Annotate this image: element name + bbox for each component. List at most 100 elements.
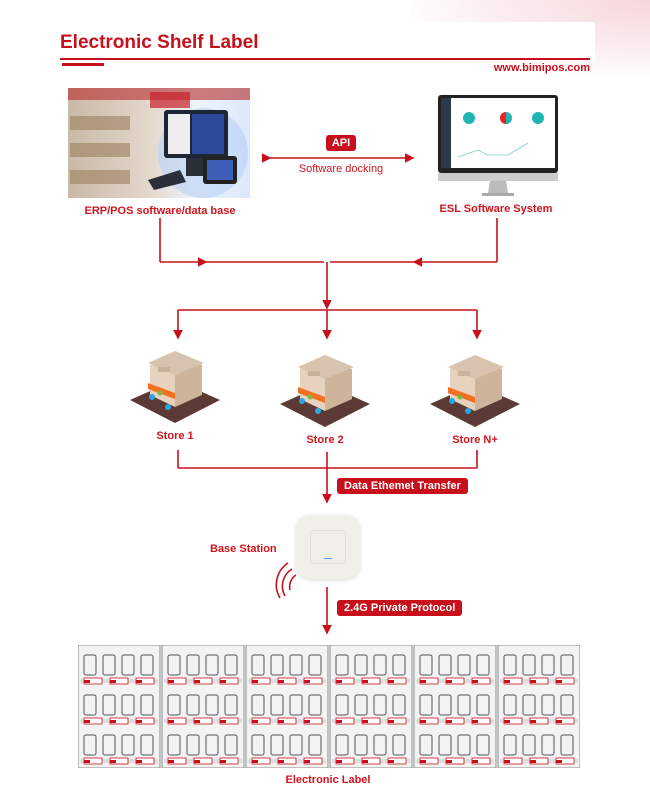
esl-tag-price <box>472 760 478 763</box>
product-icon <box>522 694 536 716</box>
shelf-unit <box>413 645 497 768</box>
shelf-unit <box>161 645 245 768</box>
base-station-label: Base Station <box>210 543 277 555</box>
product-icon <box>335 694 349 716</box>
esl-tag-price <box>220 720 226 723</box>
product-icon <box>335 734 349 756</box>
product-icon <box>541 694 555 716</box>
esl-tag-price <box>504 720 510 723</box>
esl-tag-price <box>362 680 368 683</box>
product-icon <box>308 654 322 676</box>
esl-tag-price <box>420 760 426 763</box>
product-icon <box>205 734 219 756</box>
api-badge: API <box>326 135 356 151</box>
esl-tag-price <box>136 760 142 763</box>
esl-tag-price <box>504 760 510 763</box>
product-icon <box>503 694 517 716</box>
esl-tag-price <box>446 680 452 683</box>
product-icon <box>457 654 471 676</box>
product-icon <box>308 694 322 716</box>
esl-tag-price <box>194 720 200 723</box>
software-docking-caption: Software docking <box>298 163 384 175</box>
esl-tag-price <box>504 680 510 683</box>
product-icon <box>541 654 555 676</box>
esl-tag-price <box>472 720 478 723</box>
esl-tag-price <box>336 720 342 723</box>
product-icon <box>251 734 265 756</box>
product-icon <box>121 694 135 716</box>
esl-tag-price <box>84 760 90 763</box>
product-icon <box>373 694 387 716</box>
esl-tag-price <box>84 720 90 723</box>
esl-tag-price <box>420 720 426 723</box>
esl-tag-price <box>530 720 536 723</box>
website-link[interactable]: www.bimipos.com <box>493 62 590 74</box>
product-icon <box>438 694 452 716</box>
esl-tag-price <box>136 680 142 683</box>
product-icon <box>503 734 517 756</box>
product-icon <box>392 734 406 756</box>
product-icon <box>438 734 452 756</box>
store-label: Store 1 <box>156 430 194 442</box>
page-title: Electronic Shelf Label <box>60 32 259 53</box>
product-icon <box>476 654 490 676</box>
esl-tag-price <box>388 680 394 683</box>
store-label: Store N+ <box>452 434 498 446</box>
product-icon <box>167 734 181 756</box>
esl-tag-price <box>168 760 174 763</box>
shelf-unit <box>497 645 580 768</box>
product-icon <box>270 694 284 716</box>
product-icon <box>140 654 154 676</box>
esl-tag-price <box>556 680 562 683</box>
product-icon <box>354 654 368 676</box>
data-ethernet-transfer-badge: Data Ethemet Transfer <box>337 478 468 494</box>
shelf-units <box>78 645 580 768</box>
shelf-unit <box>78 645 161 768</box>
esl-tag-price <box>446 720 452 723</box>
product-icon <box>140 734 154 756</box>
esl-tag-price <box>110 720 116 723</box>
product-icon <box>392 694 406 716</box>
product-icon <box>289 694 303 716</box>
product-icon <box>419 694 433 716</box>
esl-tag-price <box>278 680 284 683</box>
status-led-icon <box>324 558 332 559</box>
esl-tag-price <box>420 680 426 683</box>
product-icon <box>541 734 555 756</box>
base-station-device <box>296 515 360 579</box>
product-icon <box>289 654 303 676</box>
esl-tag-price <box>388 720 394 723</box>
esl-tag-price <box>136 720 142 723</box>
product-icon <box>205 694 219 716</box>
esl-tag-price <box>336 760 342 763</box>
product-icon <box>83 734 97 756</box>
product-icon <box>140 694 154 716</box>
esl-tag-price <box>194 680 200 683</box>
product-icon <box>224 734 238 756</box>
product-icon <box>457 694 471 716</box>
product-icon <box>102 734 116 756</box>
product-icon <box>335 654 349 676</box>
product-icon <box>354 734 368 756</box>
product-icon <box>560 694 574 716</box>
esl-tag-price <box>194 760 200 763</box>
product-icon <box>270 654 284 676</box>
esl-tag-price <box>252 720 258 723</box>
esl-tag-price <box>220 680 226 683</box>
esl-tag-price <box>252 760 258 763</box>
product-icon <box>186 654 200 676</box>
product-icon <box>438 654 452 676</box>
product-icon <box>308 734 322 756</box>
electronic-label-caption: Electronic Label <box>285 774 371 786</box>
shelf-unit <box>245 645 329 768</box>
esl-tag-price <box>110 760 116 763</box>
product-icon <box>289 734 303 756</box>
title-accent-bar <box>62 63 104 66</box>
base-station-panel <box>310 530 346 564</box>
product-icon <box>457 734 471 756</box>
esl-tag-price <box>278 760 284 763</box>
esl-tag-price <box>252 680 258 683</box>
title-divider <box>60 58 590 60</box>
esl-tag-price <box>168 680 174 683</box>
